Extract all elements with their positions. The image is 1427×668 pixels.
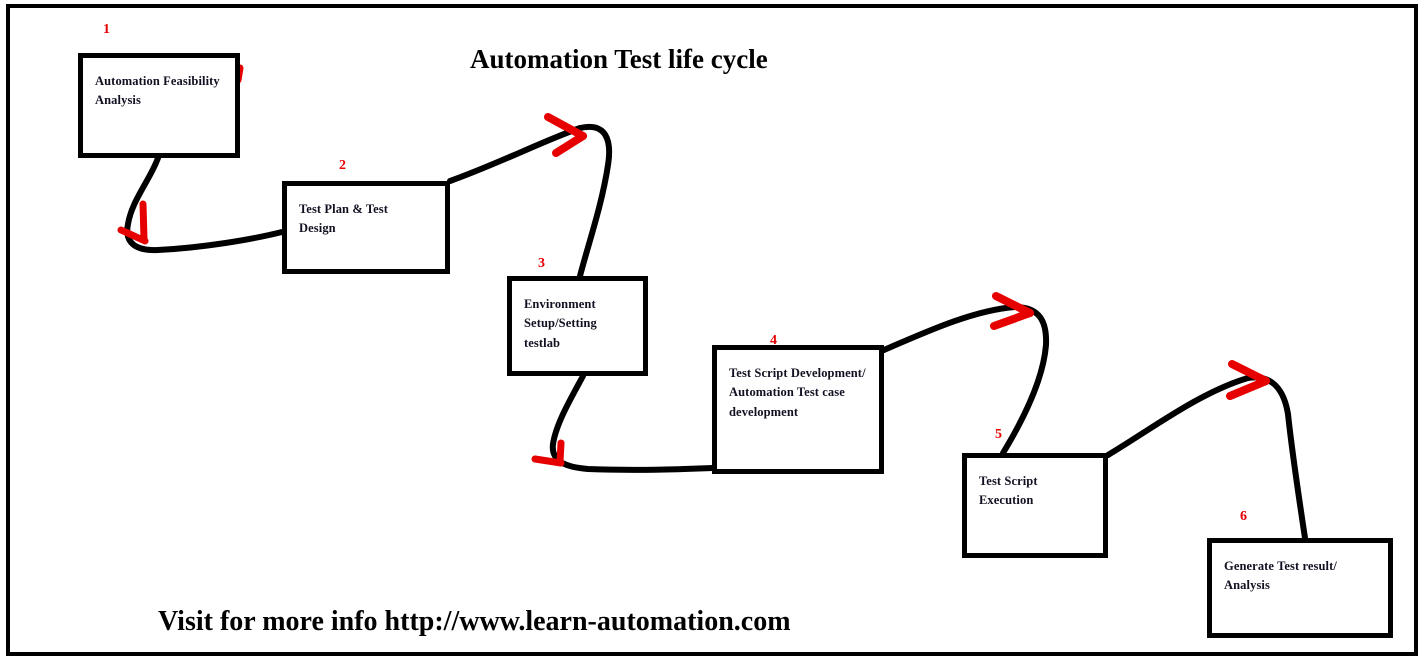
node-label: Generate Test result/ Analysis (1224, 559, 1337, 593)
step-number-4: 4 (770, 333, 777, 348)
node-label: Test Plan & Test Design (299, 202, 389, 236)
step-number-2: 2 (339, 158, 346, 173)
node-label: Automation Feasibility Analysis (95, 74, 220, 108)
step-number-3: 3 (538, 256, 545, 271)
node-label: Test Script Execution (979, 474, 1038, 508)
node-generate-test-result[interactable]: Generate Test result/ Analysis (1207, 538, 1393, 638)
node-environment-setup[interactable]: Environment Setup/Setting testlab (507, 276, 648, 376)
node-test-script-development[interactable]: Test Script Development/ Automation Test… (712, 345, 884, 474)
node-automation-feasibility-analysis[interactable]: Automation Feasibility Analysis (78, 53, 240, 158)
node-test-plan-and-test-design[interactable]: Test Plan & Test Design (282, 181, 450, 274)
step-number-6: 6 (1240, 509, 1247, 524)
outer-border-frame (6, 4, 1418, 656)
node-test-script-execution[interactable]: Test Script Execution (962, 453, 1108, 558)
step-number-5: 5 (995, 427, 1002, 442)
step-number-1: 1 (103, 22, 110, 37)
footer-text: Visit for more info http://www.learn-aut… (158, 606, 791, 637)
page-title: Automation Test life cycle (470, 44, 768, 74)
node-label: Test Script Development/ Automation Test… (729, 366, 866, 419)
node-label: Environment Setup/Setting testlab (524, 297, 597, 350)
